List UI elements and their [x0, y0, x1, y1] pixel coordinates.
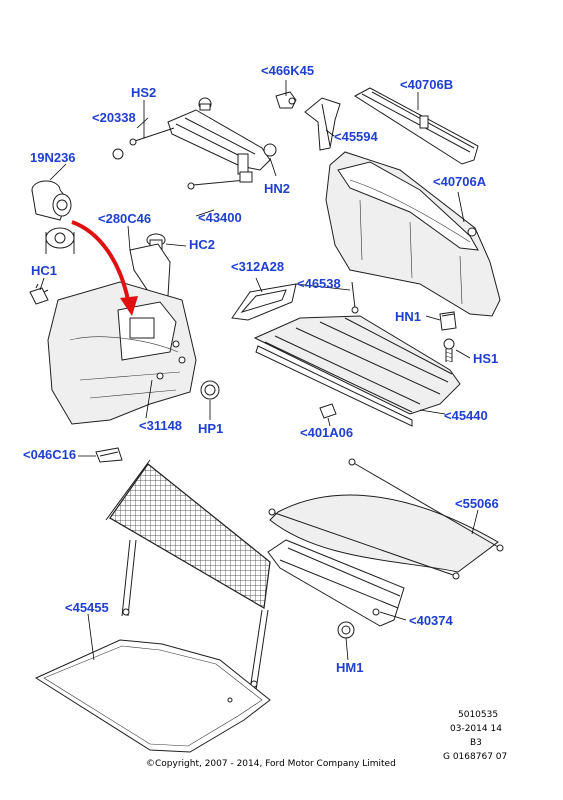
clip-046c16: [95, 447, 123, 463]
callout-466k45[interactable]: <466K45: [261, 63, 315, 78]
side-panel-40706a: [325, 151, 501, 317]
upper-trim-40706b: [354, 87, 479, 165]
plug-hp1: [200, 380, 220, 400]
copyright-text: ©Copyright, 2007 - 2014, Ford Motor Comp…: [146, 759, 396, 769]
reference-number: 5010535: [458, 710, 499, 720]
red-pointer-arrow: [71, 220, 138, 316]
callout-hp1[interactable]: HP1: [198, 421, 224, 436]
callout-hn2[interactable]: HN2: [264, 181, 291, 196]
frame-312a28: [231, 283, 297, 321]
callout-40706b[interactable]: <40706B: [400, 77, 454, 92]
floor-mat: [34, 639, 271, 753]
callout-46538[interactable]: <46538: [297, 276, 341, 291]
revision-date: 03-2014 14: [450, 724, 502, 734]
load-cover-55066: [268, 458, 504, 580]
callout-hn1[interactable]: HN1: [395, 309, 422, 324]
callout-hs2[interactable]: HS2: [131, 85, 157, 100]
screw-hs1: [443, 338, 455, 363]
side-trim-280c46: [47, 243, 197, 425]
scuff-plate-40374: [267, 539, 405, 627]
fastener-hm1: [337, 621, 355, 639]
bracket-45594: [304, 97, 341, 151]
callout-31148[interactable]: <31148: [139, 418, 183, 433]
callout-40706a[interactable]: <40706A: [433, 174, 487, 189]
callout-45440[interactable]: <45440: [444, 408, 488, 423]
stud-46538: [351, 281, 359, 314]
callout-280c46[interactable]: <280C46: [98, 211, 152, 226]
callout-hc1[interactable]: HC1: [31, 263, 58, 278]
catalog-code: B3: [470, 738, 482, 748]
callout-55066[interactable]: <55066: [455, 496, 499, 511]
bracket-bar-assembly: [112, 97, 277, 190]
callout-hs1[interactable]: HS1: [473, 351, 499, 366]
floor-panel-45440: [253, 315, 461, 427]
cargo-net-45455: [105, 459, 271, 691]
leader-lines: [39, 80, 479, 661]
callout-43400[interactable]: <43400: [198, 210, 242, 225]
part-reference: G 0168767 07: [443, 752, 508, 762]
callout-hm1[interactable]: HM1: [336, 660, 364, 675]
callout-312a28[interactable]: <312A28: [231, 259, 285, 274]
power-socket-19n236: [31, 180, 75, 254]
callout-19n236[interactable]: 19N236: [30, 150, 76, 165]
fastener-hn1: [439, 311, 457, 331]
callout-45594[interactable]: <45594: [334, 129, 378, 144]
callout-hc2[interactable]: HC2: [189, 237, 216, 252]
clip-466k45: [275, 91, 297, 109]
callout-401a06[interactable]: <401A06: [300, 425, 354, 440]
callout-20338[interactable]: <20338: [92, 110, 136, 125]
callout-40374[interactable]: <40374: [409, 613, 453, 628]
callout-45455[interactable]: <45455: [65, 600, 109, 615]
clip-401a06: [319, 403, 337, 419]
callout-046c16[interactable]: <046C16: [23, 447, 77, 462]
clip-hc1: [29, 283, 49, 305]
